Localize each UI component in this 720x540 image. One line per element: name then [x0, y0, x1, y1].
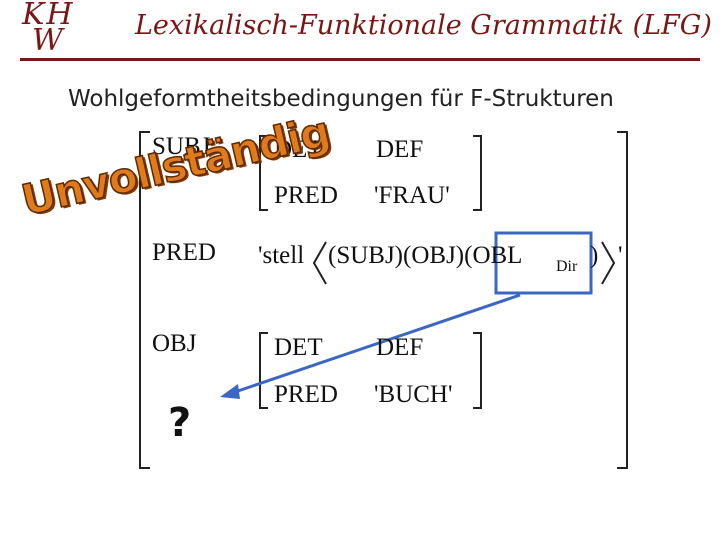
obj-det-value: DEF: [376, 334, 424, 361]
obj-det-attr: DET: [274, 334, 323, 361]
subj-det-value: DEF: [376, 136, 424, 163]
arrow-head: [220, 384, 240, 399]
header-divider: [20, 58, 700, 61]
outer-right-bracket: [617, 131, 628, 469]
obj-pred-attr: PRED: [274, 381, 338, 408]
header-title: Lexikalisch-Funktionale Grammatik (LFG): [135, 10, 712, 41]
left-angle-bracket: [312, 241, 327, 285]
obj-right-bracket: [473, 332, 482, 409]
slide-title: Wohlgeformtheitsbedingungen für F-Strukt…: [68, 86, 614, 112]
pred-closing-paren: ): [590, 242, 599, 269]
subj-det-attr: DET: [274, 136, 323, 163]
missing-argument-mark: ?: [168, 400, 192, 446]
pred-subscript: Dir: [556, 258, 578, 275]
pred-args: (SUBJ)(OBJ)(OBL: [328, 242, 523, 269]
subj-left-bracket: [259, 135, 268, 211]
pred-value-suffix: ': [618, 242, 623, 269]
outer-left-bracket: [139, 131, 150, 469]
arrow-line: [231, 293, 521, 395]
right-angle-bracket: [601, 241, 616, 285]
subj-pred-attr: PRED: [274, 182, 338, 209]
pred-value-prefix: 'stell: [258, 242, 305, 269]
obj-pred-value: 'BUCH': [374, 381, 453, 408]
logo-line-1: KH: [22, 0, 75, 32]
pred-attr: PRED: [152, 239, 216, 266]
logo-line-2: W: [32, 23, 65, 58]
subj-right-bracket: [473, 135, 482, 211]
obj-left-bracket: [259, 332, 268, 409]
subj-attr: SUBJ: [152, 133, 211, 160]
logo: KH W: [22, 0, 75, 58]
highlight-box: [494, 231, 593, 295]
obj-attr: OBJ: [152, 330, 197, 357]
subj-pred-value: 'FRAU': [374, 182, 450, 209]
